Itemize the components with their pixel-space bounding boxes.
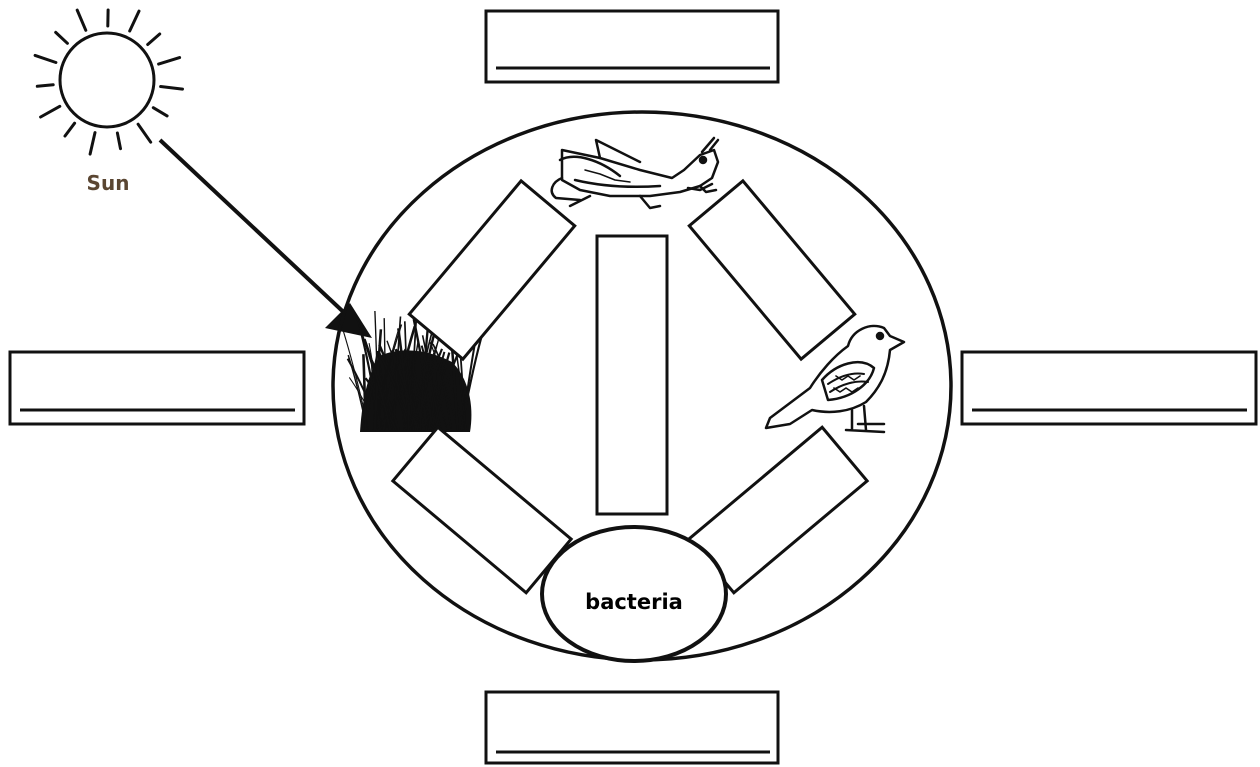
bacteria-label: bacteria [585, 590, 683, 614]
sun-ray [65, 123, 75, 136]
sun-ray [130, 11, 139, 31]
answer-box-lower-left[interactable] [393, 427, 571, 592]
answer-box-upper-right[interactable] [689, 181, 854, 359]
sun-ray [90, 133, 95, 155]
grasshopper-icon [552, 138, 718, 208]
answer-box-top[interactable] [486, 11, 778, 82]
sun-ray [138, 124, 151, 142]
sun-energy-arrow [160, 140, 352, 320]
answer-box-upper-left[interactable] [409, 181, 574, 359]
sun-ray [153, 108, 167, 116]
sun-ray [148, 34, 160, 45]
answer-box-center[interactable] [597, 236, 667, 514]
answer-box-right[interactable] [962, 352, 1256, 424]
sun-ray [41, 106, 60, 117]
sun-label: Sun [87, 171, 130, 195]
sun-ray [161, 87, 183, 90]
sun-ray [37, 85, 53, 87]
answer-box-left[interactable] [10, 352, 304, 424]
sun-ray [56, 32, 68, 43]
sun-icon [35, 10, 182, 154]
answer-box-bottom[interactable] [486, 692, 778, 763]
arrowhead-icon [325, 303, 372, 338]
sun-ray [159, 58, 180, 65]
sun-ray [77, 10, 86, 30]
sun-ray [35, 55, 56, 62]
sun-ray [117, 133, 120, 149]
